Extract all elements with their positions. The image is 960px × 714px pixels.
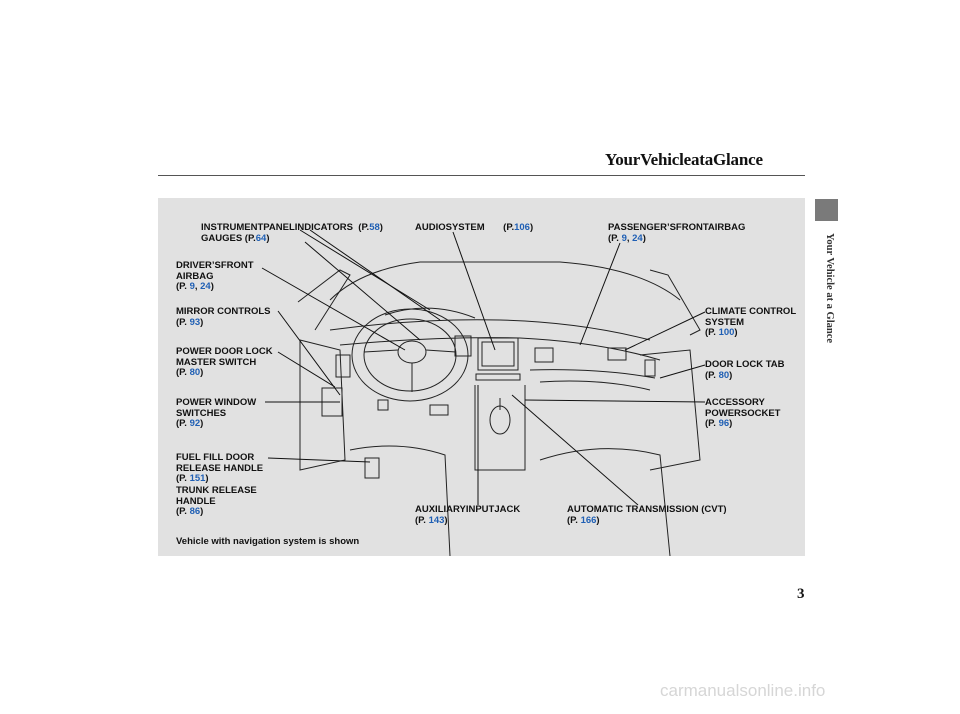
page-ref-link[interactable]: 80	[189, 367, 201, 378]
leader-accessory	[524, 399, 706, 403]
callout-accessory-socket: ACCESSORY POWERSOCKET (P. 96)	[705, 397, 781, 429]
left-door-panel	[299, 339, 346, 471]
callout-audio-system: AUDIOSYSTEM (P.106)	[415, 222, 534, 233]
page-ref-link[interactable]: 9	[621, 232, 627, 244]
leader-instrument	[299, 229, 431, 311]
side-section-label: Your Vehicle at a Glance	[824, 233, 835, 344]
steering-wheel	[351, 308, 469, 402]
page-ref-link[interactable]: 100	[718, 327, 735, 338]
watermark: carmanualsonline.info	[660, 681, 826, 700]
leader-audio	[452, 231, 496, 351]
page-ref-link[interactable]: 24	[632, 232, 643, 244]
dashboard-top	[329, 319, 651, 341]
page-ref-link[interactable]: 58	[369, 222, 380, 233]
title-rule	[158, 175, 805, 176]
center-console	[474, 385, 526, 471]
page-ref-link[interactable]: 96	[718, 418, 730, 429]
callout-power-window: POWER WINDOW SWITCHES (P. 92)	[176, 397, 257, 429]
figure-caption: Vehicle with navigation system is shown	[176, 536, 360, 547]
callout-passenger-airbag: PASSENGER’SFRONTAIRBAG (P. 9, 24)	[608, 222, 746, 244]
callout-door-lock-tab: DOOR LOCK TAB (P. 80)	[705, 359, 785, 381]
page-ref-link[interactable]: 151	[189, 473, 206, 484]
leader-door-lock-tab	[659, 364, 706, 379]
illustration-panel	[158, 198, 805, 556]
page-ref-link[interactable]: 80	[718, 369, 730, 381]
right-door-panel	[639, 349, 701, 471]
page-ref-link[interactable]: 93	[189, 316, 201, 328]
callout-fuel-fill: FUEL FILL DOOR RELEASE HANDLE (P. 151)	[176, 452, 264, 484]
callout-instrument-panel: INSTRUMENTPANELINDICATORS (P.58) GAUGES …	[201, 222, 383, 244]
page-title: YourVehicleataGlance	[605, 150, 763, 169]
left-a-pillar	[297, 269, 351, 331]
callout-trunk-release: TRUNK RELEASE HANDLE (P. 86)	[176, 485, 257, 517]
page-ref-link[interactable]: 64	[255, 232, 267, 244]
page-ref-link[interactable]: 9	[189, 281, 195, 292]
section-tab	[815, 199, 838, 221]
callout-climate-control: CLIMATE CONTROL SYSTEM (P. 100)	[705, 306, 797, 338]
callout-mirror-controls: MIRROR CONTROLS (P. 93)	[176, 306, 271, 328]
windshield-frame	[329, 261, 681, 301]
page-ref-link[interactable]: 24	[200, 281, 211, 292]
leader-driver-airbag	[261, 267, 406, 351]
right-a-pillar	[649, 269, 701, 336]
shift-knob	[489, 405, 511, 435]
leader-fuel	[267, 457, 371, 463]
leader-passenger-airbag	[579, 242, 621, 346]
leader-mirror	[277, 310, 341, 396]
page-ref-link[interactable]: 166	[580, 514, 597, 526]
page-ref-link[interactable]: 106	[514, 222, 530, 233]
instrument-hood	[384, 307, 476, 319]
callout-transmission: AUTOMATIC TRANSMISSION (CVT) (P. 166)	[567, 504, 727, 526]
callout-driver-airbag: DRIVER’SFRONT AIRBAG (P. 9, 24)	[176, 260, 254, 292]
callout-door-lock-master: POWER DOOR LOCK MASTER SWITCH (P. 80)	[176, 346, 273, 378]
page-ref-link[interactable]: 92	[189, 418, 201, 429]
leader-climate	[624, 311, 706, 351]
navigation-screen	[477, 337, 519, 371]
page-ref-link[interactable]: 143	[428, 514, 445, 526]
leader-transmission	[511, 394, 639, 506]
leader-door-lock	[277, 351, 336, 388]
callout-aux-input: AUXILIARYINPUTJACK (P. 143)	[415, 504, 521, 526]
page-number: 3	[797, 586, 805, 602]
page-ref-link[interactable]: 86	[189, 506, 201, 517]
fuel-trunk-handle	[364, 457, 380, 479]
